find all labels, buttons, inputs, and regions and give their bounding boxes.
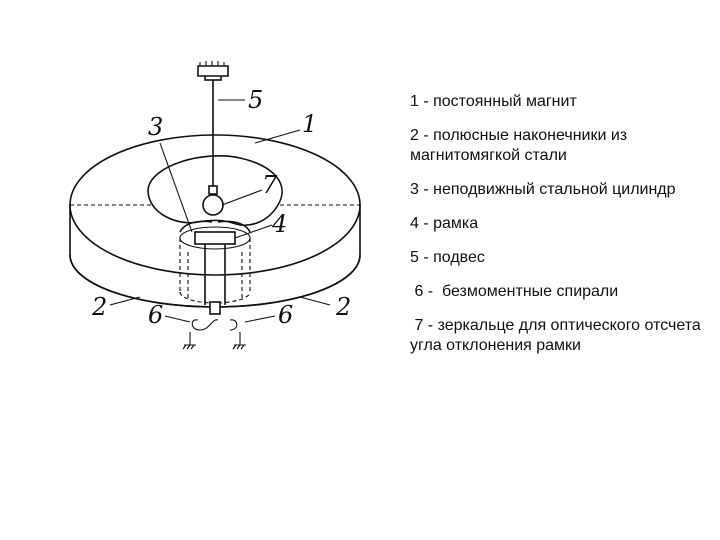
callout-2-right: 2 xyxy=(335,293,351,321)
suspension xyxy=(197,61,229,195)
callout-6-left: 6 xyxy=(148,301,163,329)
legend-item-1: 1 - постоянный магнит xyxy=(410,93,577,110)
mirror xyxy=(202,194,224,216)
springs xyxy=(182,319,246,350)
callout-3: 3 xyxy=(148,113,163,141)
callout-2-left: 2 xyxy=(91,293,107,321)
callout-6-right: 6 xyxy=(278,301,293,329)
legend-item-6: 6 - безмоментные спирали xyxy=(410,283,619,300)
callout-7: 7 xyxy=(262,171,278,199)
callout-4: 4 xyxy=(271,210,287,238)
legend-item-7: 7 - зеркальце для оптического отсчета уг… xyxy=(410,317,706,354)
permanent-magnet xyxy=(69,134,361,308)
callout-1: 1 xyxy=(302,110,317,138)
leader-lines xyxy=(109,99,331,323)
legend: 1 - постоянный магнит 2 - полюсные након… xyxy=(410,92,710,370)
legend-item-4: 4 - рамка xyxy=(410,215,479,232)
legend-item-3: 3 - неподвижный стальной цилиндр xyxy=(410,181,676,198)
callout-5: 5 xyxy=(248,86,263,114)
pole-pieces xyxy=(179,220,251,233)
legend-item-5: 5 - подвес xyxy=(410,249,485,266)
legend-item-2: 2 - полюсные наконечники из магнитомягко… xyxy=(410,127,632,164)
